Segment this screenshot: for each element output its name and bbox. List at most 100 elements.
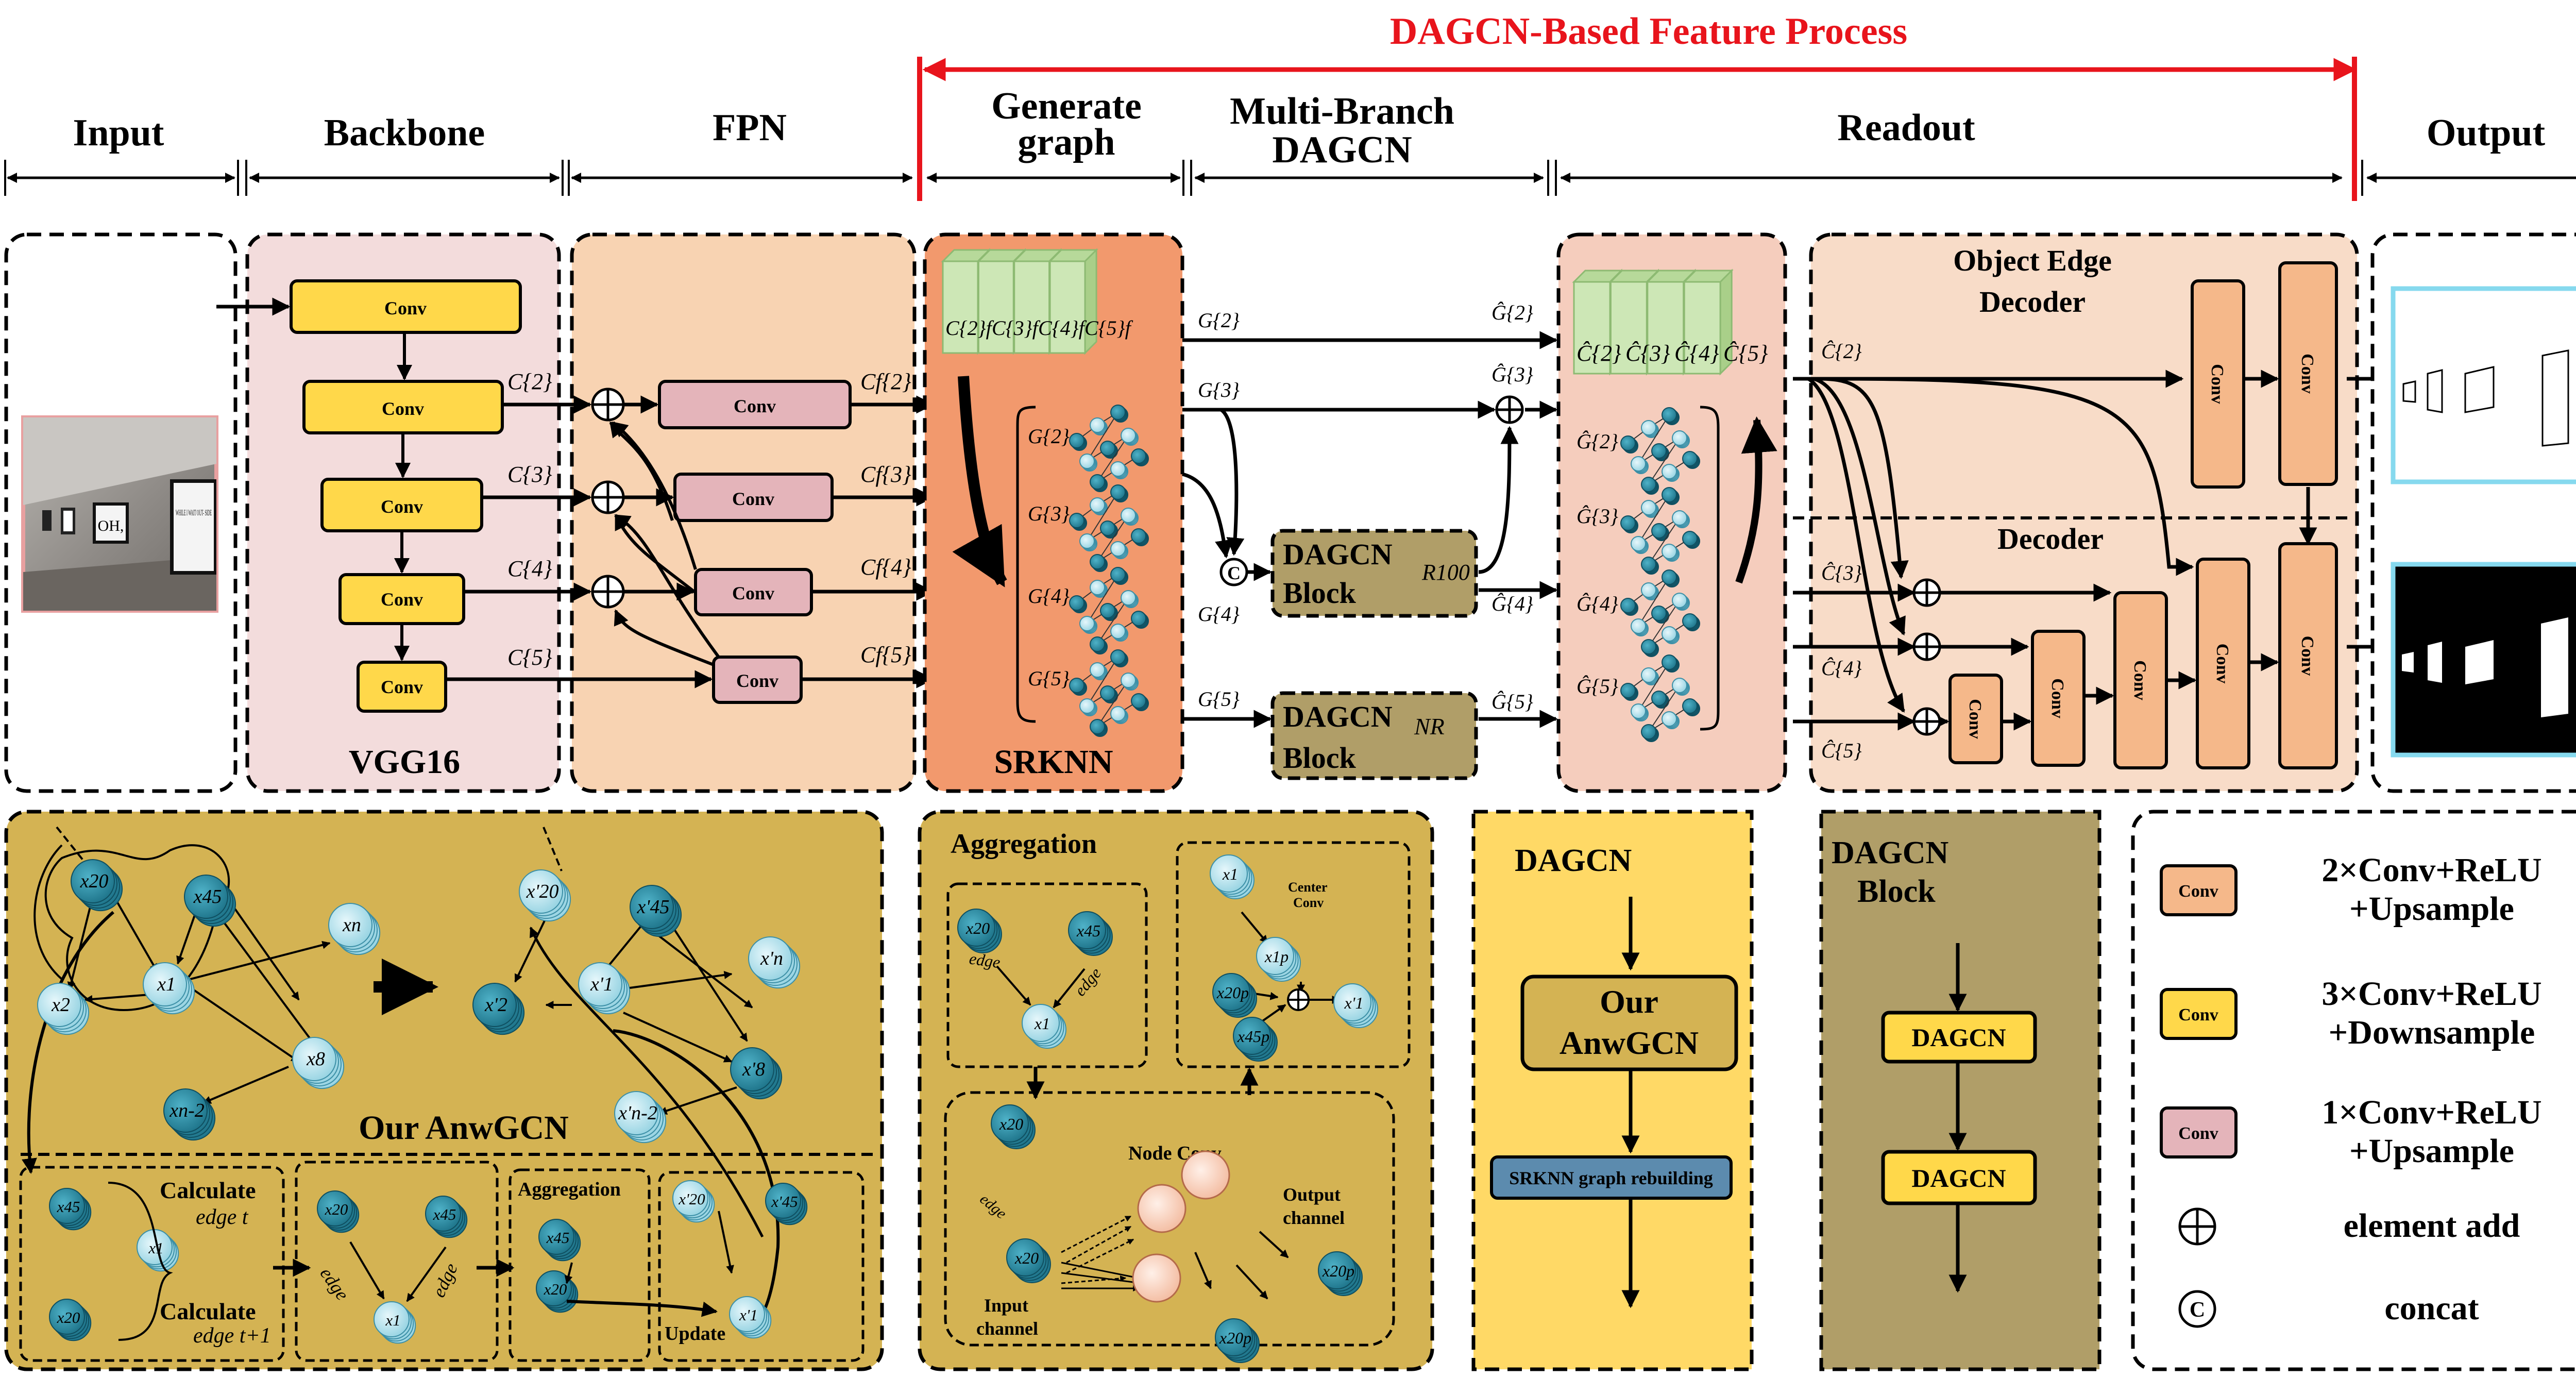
anw-right-node-2: x'45 <box>630 885 682 937</box>
readout-node-2-4 <box>1631 536 1649 555</box>
dagcn-block-panel: DAGCN Block DAGCN DAGCN <box>1819 810 2102 1371</box>
anw-calc1-sub: edge t <box>196 1205 249 1229</box>
backbone-conv-3-label: Conv <box>381 496 423 517</box>
input-image: OH, WHILE I WAIT OUT- SIDE <box>21 415 218 613</box>
srknn-feature-label-5: C{5}f <box>1084 316 1133 340</box>
agg-node-11: x20p <box>1215 1318 1260 1363</box>
readout-node-3-9 <box>1682 613 1701 632</box>
anw-right-node-6: x'8 <box>730 1047 783 1100</box>
anw-sub-node-11-label: x'1 <box>739 1306 758 1324</box>
readout-node-3-6 <box>1672 593 1690 611</box>
dagcn-block-title-1: DAGCN <box>1832 835 1948 870</box>
input-sign-2: WHILE I WAIT OUT- SIDE <box>176 509 212 517</box>
center-conv-label-2: Conv <box>1293 895 1324 910</box>
backbone-conv-5-label: Conv <box>381 677 423 697</box>
anw-right-node-7-label: x'n-2 <box>618 1102 657 1124</box>
object-edge-conv-1-label: Conv <box>2208 364 2227 404</box>
legend-chip-label-1: Conv <box>2178 882 2218 901</box>
object-edge-conv-1: Conv <box>2191 279 2245 489</box>
fpn-conv-4-label: Conv <box>736 670 778 691</box>
readout-node-3-5 <box>1651 606 1670 624</box>
readout-node-3-8 <box>1662 626 1680 645</box>
readout-node-2-6 <box>1672 510 1690 529</box>
backbone-conv-1: Conv <box>290 279 522 334</box>
srknn-node-2-6 <box>1121 508 1139 526</box>
srknn-graph-label-5: G{5} <box>1028 667 1070 690</box>
decoder-panel: Object Edge Decoder Decoder Ĉ{2} Ĉ{3} Ĉ{… <box>1793 232 2393 793</box>
srknn-node-4-5 <box>1100 685 1118 704</box>
legend-item-4: element add <box>2178 1207 2520 1246</box>
anw-sub-node-4: x20 <box>317 1190 360 1233</box>
agg-node-9-label: x20 <box>999 1115 1023 1133</box>
decoder-conv-4: Conv <box>2196 558 2250 769</box>
readout-node-1-9 <box>1682 451 1701 469</box>
anw-sub-node-6-label: x1 <box>385 1311 400 1329</box>
readout-graph-label-3: Ĝ{3} <box>1577 505 1618 528</box>
decoder-input-c5: Ĉ{5} <box>1821 739 1862 762</box>
anw-left-node-4: x2 <box>37 983 90 1035</box>
readout-node-2-5 <box>1651 523 1670 542</box>
srknn-node-1-3 <box>1110 405 1129 423</box>
readout-node-4-8 <box>1662 711 1680 730</box>
srknn-node-3-7 <box>1090 636 1108 655</box>
agg-node-12: x20p <box>1318 1251 1363 1296</box>
readout-node-4-1 <box>1620 683 1639 701</box>
anwgcn-box-line2: AnwGCN <box>1560 1025 1699 1061</box>
anw-calc2-sub: edge t+1 <box>193 1324 271 1348</box>
mb-input-g4: G{4} <box>1198 602 1240 626</box>
srknn-node-4-7 <box>1090 719 1108 737</box>
srknn-node-1-7 <box>1090 474 1108 493</box>
anw-right-node-6-label: x'8 <box>742 1059 765 1080</box>
legend-chip-2 <box>2160 988 2238 1040</box>
agg-node-8-label: x'1 <box>1344 994 1363 1012</box>
anwgcn-panel-frame <box>4 810 884 1371</box>
anw-right-node-7: x'n-2 <box>614 1091 667 1144</box>
aggregation-panel: Aggregation Center Conv Node Conv Output… <box>918 810 1434 1371</box>
readout-node-3-7 <box>1641 639 1659 658</box>
srknn-node-3-4 <box>1079 616 1098 634</box>
stage-multibranch-label: Multi-Branch <box>1230 90 1454 132</box>
backbone-conv-3: Conv <box>320 478 483 532</box>
backbone-level-c5: C{5} <box>507 645 552 670</box>
object-edge-title-2: Decoder <box>1979 285 2086 318</box>
backbone-level-c2: C{2} <box>507 369 552 394</box>
srknn-node-2-9 <box>1131 528 1149 547</box>
srknn-node-3-5 <box>1100 603 1118 622</box>
legend-text-1-2: +Upsample <box>2349 890 2514 928</box>
backbone-panel: VGG16 Conv Conv Conv Conv Conv <box>216 232 561 793</box>
srknn-graph-label-3: G{3} <box>1028 502 1070 525</box>
readout-node-2-7 <box>1641 557 1659 575</box>
dagcn-block-r100-line1: DAGCN <box>1283 538 1393 571</box>
agg-node-6-label: x20p <box>1216 983 1249 1002</box>
output-mask-map <box>2391 562 2576 758</box>
readout-node-1-7 <box>1641 477 1659 495</box>
center-adder <box>1287 988 1310 1011</box>
concat-symbol-label: C <box>1227 563 1241 583</box>
backbone-conv-1-label: Conv <box>384 298 427 318</box>
fpn-output-cf5: Cf{5} <box>860 642 911 667</box>
agg-node-3-label: x1 <box>1034 1014 1050 1033</box>
backbone-conv-2-label: Conv <box>382 398 424 419</box>
fpn-conv-3-label: Conv <box>732 583 774 603</box>
agg-node-7: x45p <box>1233 1017 1278 1062</box>
anw-aggregation: Aggregation <box>518 1179 621 1200</box>
readout-node-3-1 <box>1620 598 1639 616</box>
anw-sub-node-10-label: x'45 <box>771 1193 798 1211</box>
readout-graph-label-5: Ĝ{5} <box>1577 675 1618 698</box>
anwgcn-box-line1: Our <box>1600 983 1658 1020</box>
readout-node-1-2 <box>1641 420 1659 439</box>
anw-right-node-4-label: x'2 <box>484 994 507 1016</box>
srknn-node-1-9 <box>1131 448 1149 467</box>
agg-node-4: x1 <box>1210 854 1255 899</box>
backbone-conv-2: Conv <box>302 380 504 434</box>
stage-graph-label: graph <box>1018 121 1115 163</box>
legend-text-5-1: concat <box>2384 1289 2479 1327</box>
decoder-input-c3: Ĉ{3} <box>1821 561 1862 584</box>
anw-sub-node-4-label: x20 <box>325 1200 348 1218</box>
agg-node-1-label: x20 <box>965 919 990 937</box>
decoder-conv-1-label: Conv <box>1965 699 1985 738</box>
srknn-node-2-3 <box>1110 484 1129 503</box>
stage-separators <box>4 160 2363 196</box>
legend-chip-3 <box>2160 1106 2238 1158</box>
